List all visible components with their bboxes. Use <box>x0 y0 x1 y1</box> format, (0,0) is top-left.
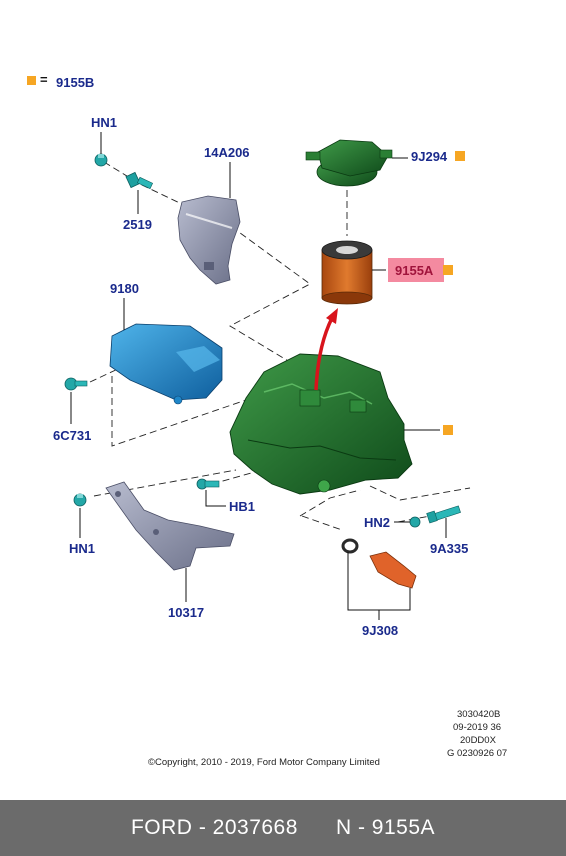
bolt-hb1-icon <box>196 478 220 490</box>
footer-gap <box>298 816 336 840</box>
label-9180: 9180 <box>110 281 139 296</box>
ref-code-2: 09-2019 36 <box>453 722 501 733</box>
footer-sep-1: - <box>192 816 213 839</box>
flow-arrow-icon <box>314 308 338 391</box>
footer-bar: FORD - 2037668 N - 9155A <box>0 800 566 856</box>
screw-6c731-icon <box>64 377 88 391</box>
footer-brand: FORD <box>130 816 193 839</box>
square-9j294-icon <box>455 151 465 161</box>
label-9a335: 9A335 <box>430 541 468 556</box>
label-9155a: 9155A <box>395 263 434 278</box>
sensor-9j308-icon <box>341 538 417 589</box>
label-hn1-top: HN1 <box>91 115 117 130</box>
legend: = 9155B <box>27 72 94 90</box>
square-housing-icon <box>443 425 453 435</box>
filter-head-9j294-icon <box>305 139 393 187</box>
label-2519: 2519 <box>123 217 152 232</box>
bolt-2519-icon <box>125 171 154 190</box>
footer-n-label: N <box>335 816 352 839</box>
filter-cartridge-9155a-icon <box>321 240 373 305</box>
legend-square-icon <box>27 76 36 85</box>
bolt-9a335-icon <box>426 505 461 524</box>
cover-9180-icon <box>109 323 223 405</box>
footer-sep-2: - <box>351 816 372 839</box>
part-labels: HN1 14A206 2519 9J294 9155A 9180 6C731 H… <box>53 115 468 638</box>
legend-label: 9155B <box>56 75 94 90</box>
bracket-10317-icon <box>105 481 235 571</box>
ref-code-3: 20DD0X <box>460 735 497 746</box>
bracket-14a206-icon <box>177 195 241 285</box>
label-10317: 10317 <box>168 605 204 620</box>
screw-hn1-bottom-icon <box>73 493 87 507</box>
ref-code-1: 3030420B <box>457 709 500 720</box>
footer-part-number: 2037668 <box>212 816 298 839</box>
label-14a206: 14A206 <box>204 145 250 160</box>
label-9j294: 9J294 <box>411 149 448 164</box>
label-hn1-bottom: HN1 <box>69 541 95 556</box>
ref-code-4: G 0230926 07 <box>447 748 507 759</box>
label-hn2: HN2 <box>364 515 390 530</box>
screw-hn1-top-icon <box>94 153 108 167</box>
main-housing-icon <box>229 353 413 495</box>
legend-equals: = <box>40 72 48 87</box>
screw-hn2-icon <box>409 516 421 528</box>
reference-codes: 3030420B 09-2019 36 20DD0X G 0230926 07 <box>447 709 507 759</box>
footer-item: 9155A <box>371 816 436 839</box>
label-9j308: 9J308 <box>362 623 398 638</box>
highlight-box-9155a <box>388 258 444 282</box>
copyright: ©Copyright, 2010 - 2019, Ford Motor Comp… <box>148 757 380 768</box>
label-hb1: HB1 <box>229 499 255 514</box>
leader-lines <box>70 132 447 620</box>
label-6c731: 6C731 <box>53 428 91 443</box>
square-9155a-icon <box>443 265 453 275</box>
